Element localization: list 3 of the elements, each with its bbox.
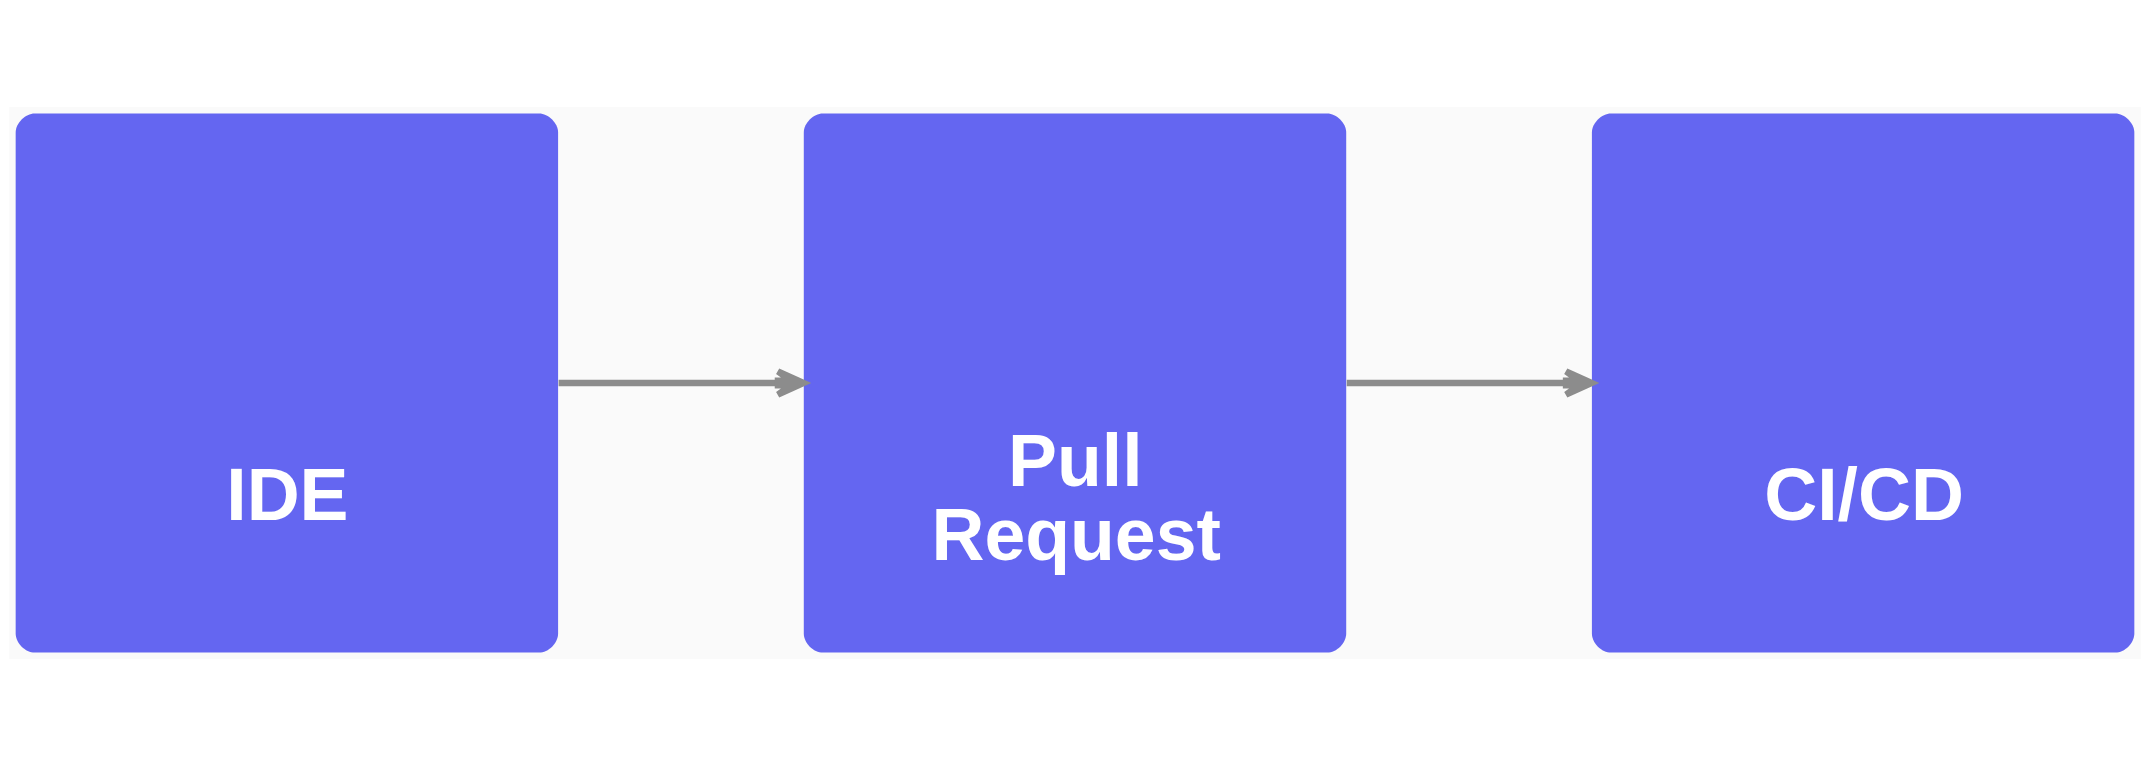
node-box: IDE — [15, 113, 559, 653]
node-box: CI/CD — [1591, 113, 2135, 653]
node-box: Pull Request — [803, 113, 1347, 653]
